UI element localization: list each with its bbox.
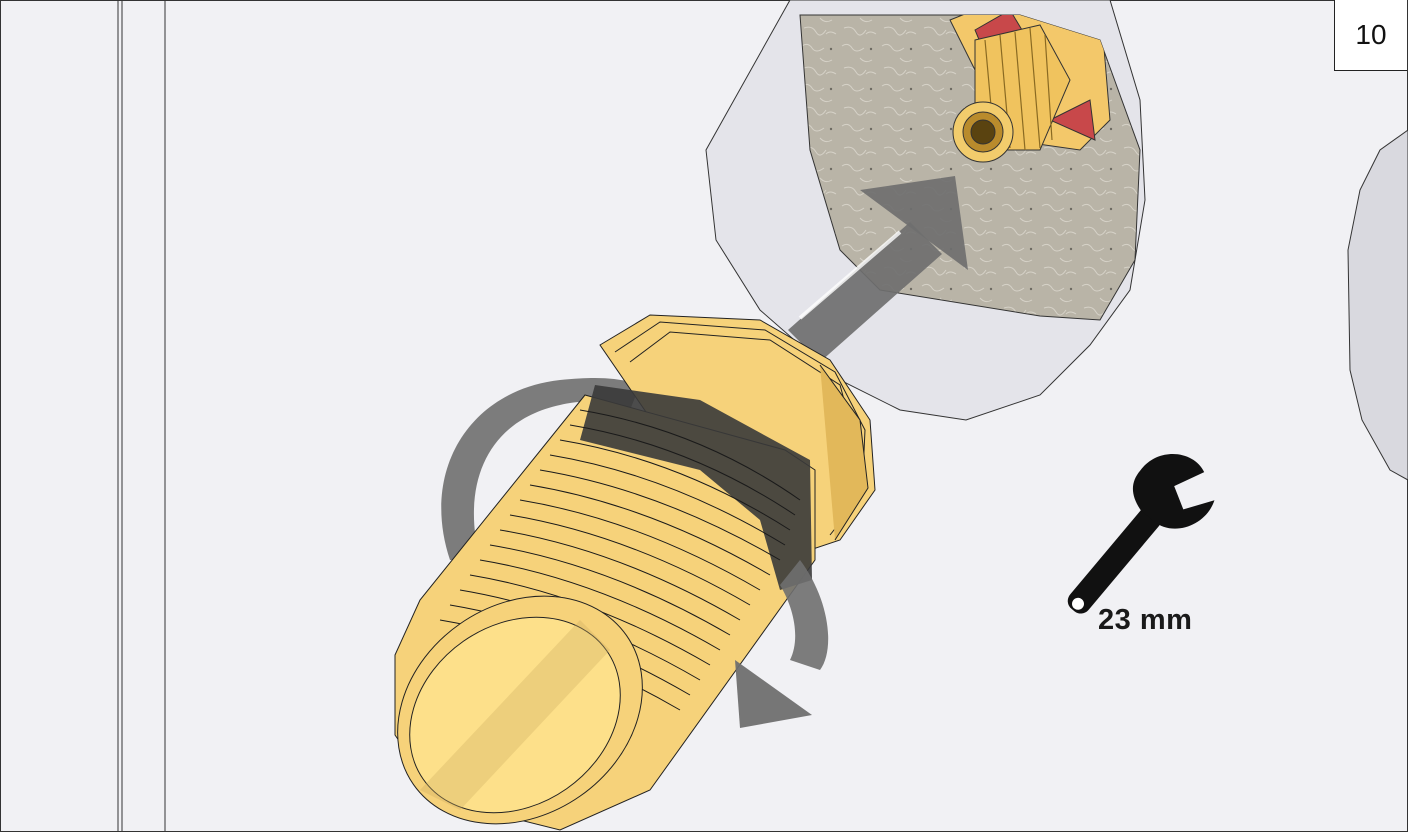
wrench-size-label: 23 mm <box>1098 604 1192 637</box>
step-number: 10 <box>1334 0 1407 71</box>
